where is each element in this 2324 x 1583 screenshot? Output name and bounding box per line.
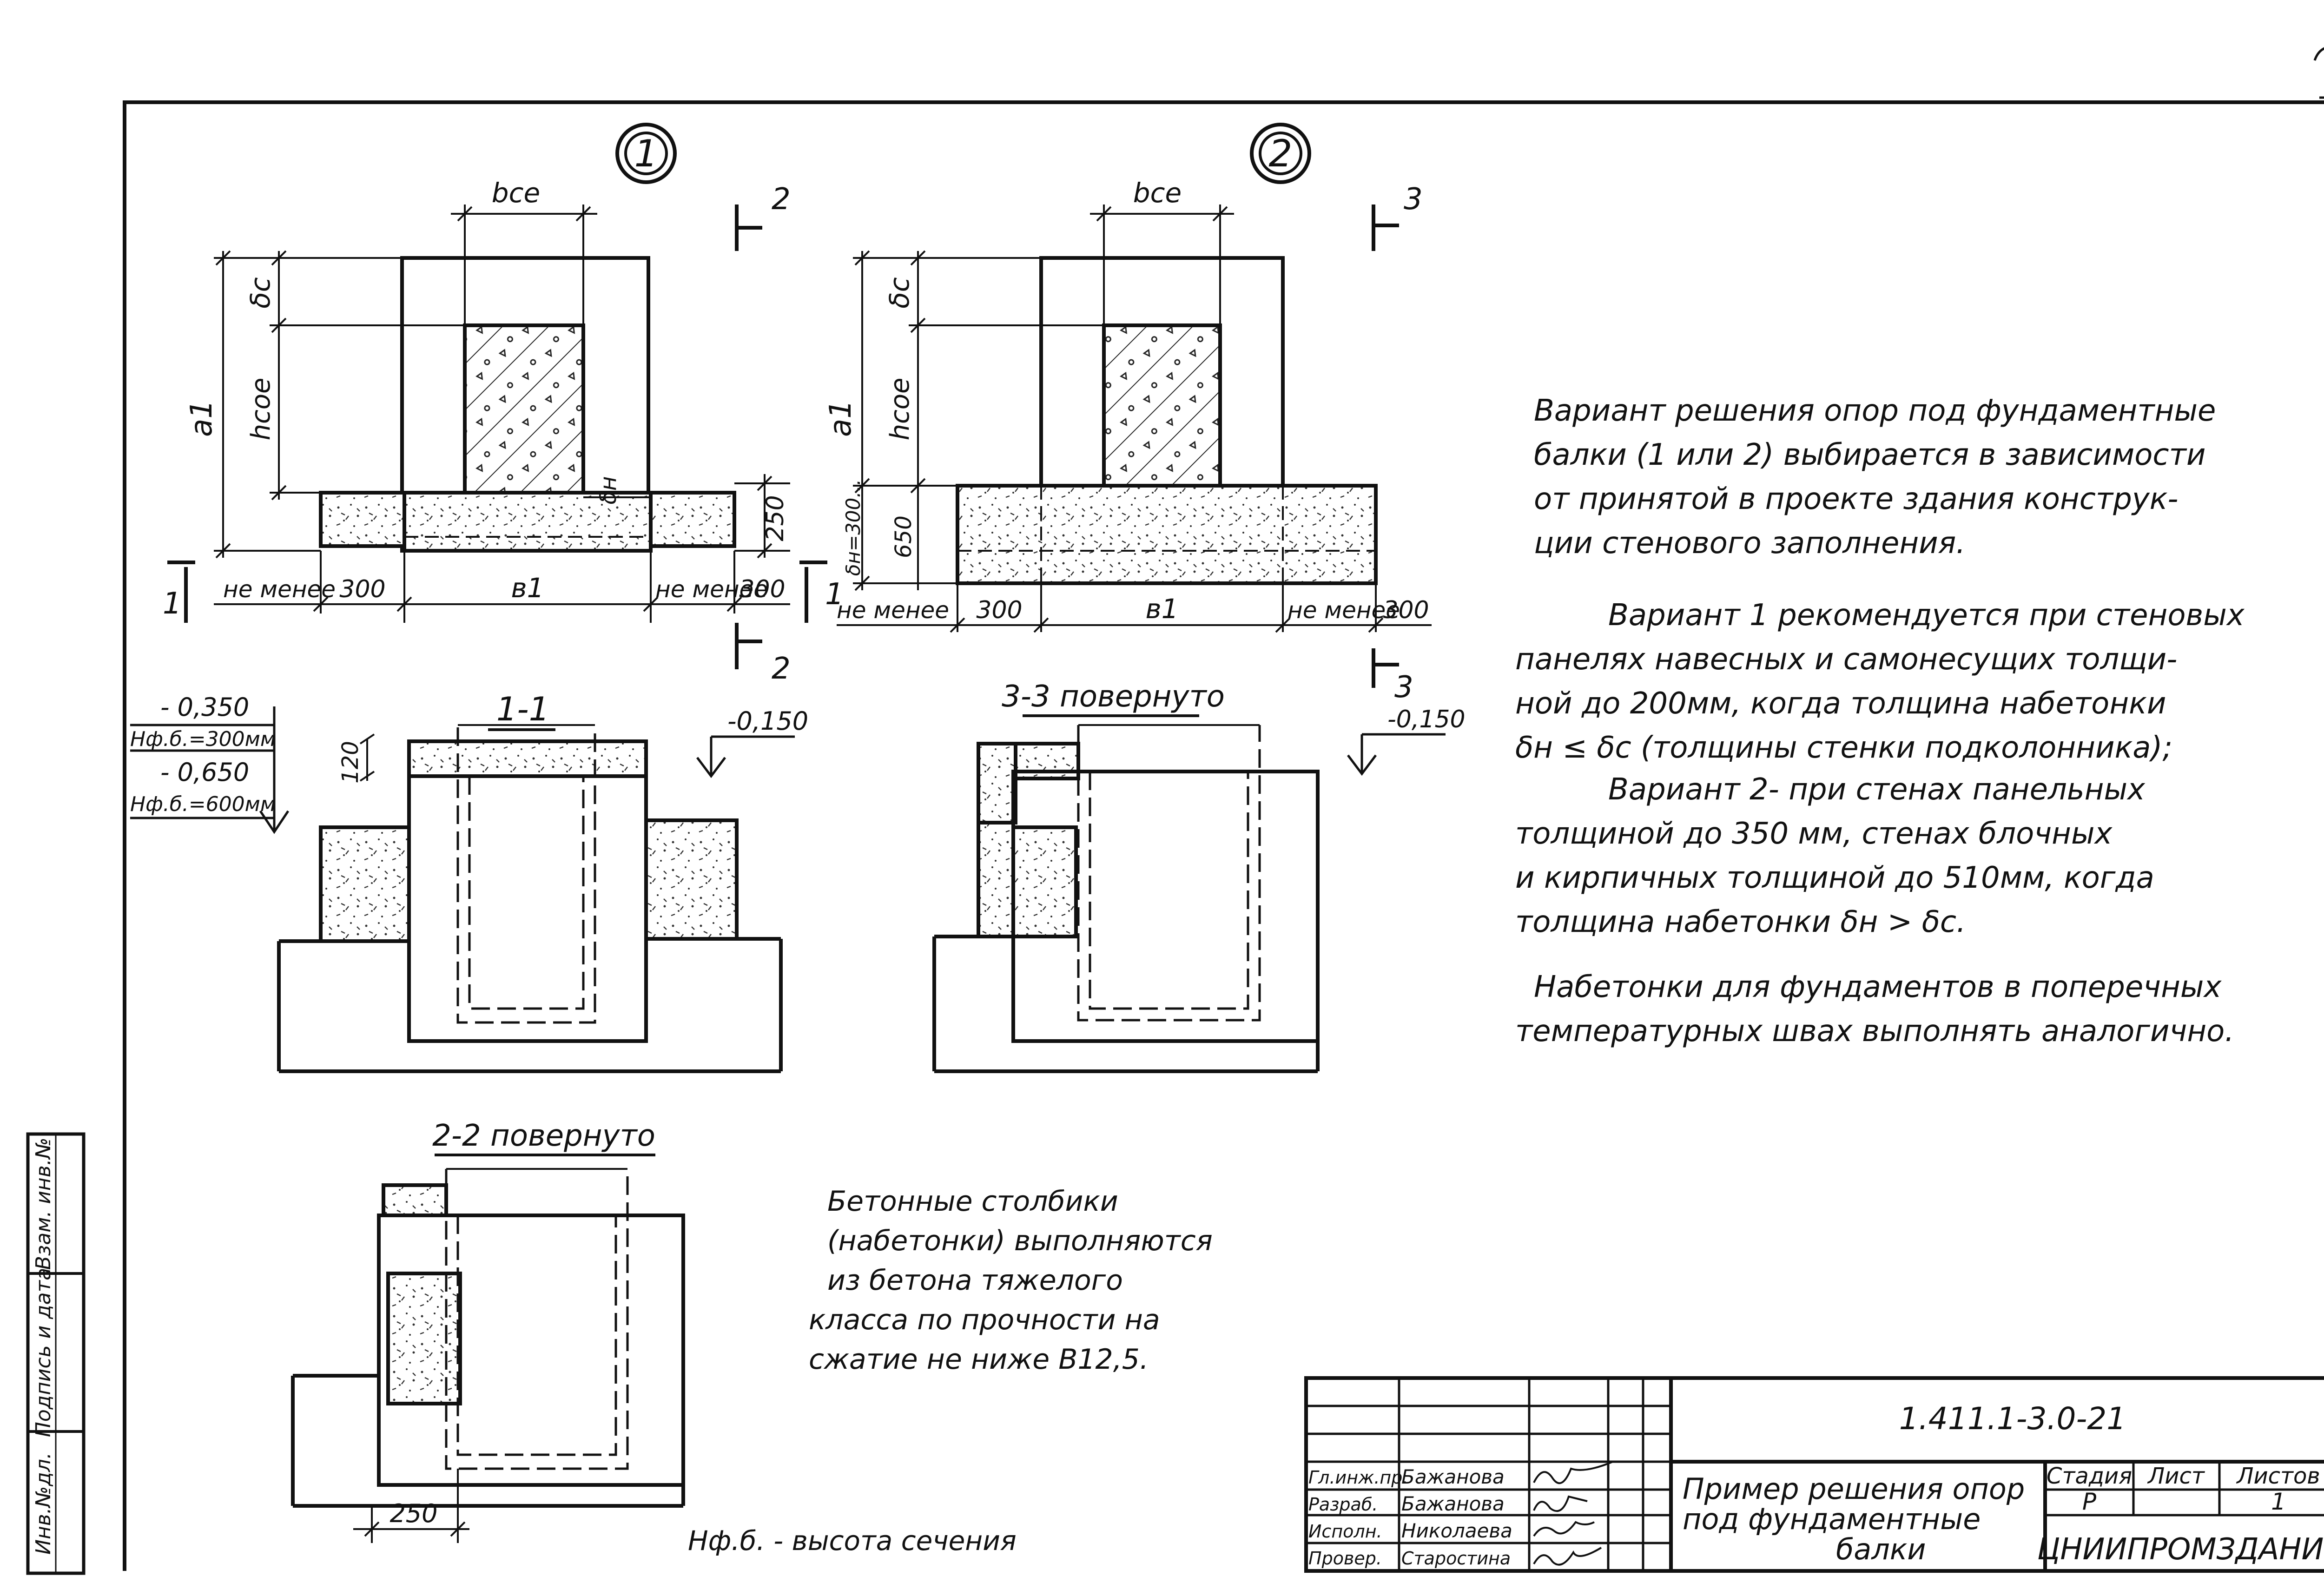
note-p3-l3: и кирпичных толщиной до 510мм, когда [1515,861,2154,895]
title-line-2: под фундаментные [1683,1502,1981,1536]
variant-2-section-3-top: 3 [1404,182,1423,217]
variant-2-dim-300-right: 300 [1383,596,1429,624]
variant-1-dim-300-left: 300 [339,575,385,603]
note-concrete: Бетонные столбики (набетонки) выполняютс… [809,1185,1213,1376]
section-1-1-level-1-note: Нф.б.=300мм [130,727,276,751]
variant-2-hcol-label: hсое [885,378,915,441]
variant-2-delta-c-label: δc [884,277,915,308]
note-p1-l2: балки (1 или 2) выбирается в зависимости [1534,438,2205,472]
section-1-1-title: 1-1 [496,690,549,728]
section-1-1-level-2-note: Нф.б.=600мм [130,792,276,816]
variant-1-min-left: не менее [223,576,336,603]
variant-2-plan: 2 bсе a1 δc [824,123,1432,705]
variant-2-min-right: не менее [1287,597,1400,624]
note-p2-l2: панелях навесных и самонесущих толщи- [1515,642,2177,677]
note-concrete-l4: класса по прочности на [809,1304,1160,1336]
variant-2-delta-n-label: δн=300... [842,479,865,576]
role-2: Разраб. [1308,1494,1378,1515]
note-p3-l2: толщиной до 350 мм, стенах блочных [1515,817,2113,851]
stage-header: Стадия [2047,1463,2132,1489]
note-p2-l4: δн ≤ δс (толщины стенки подколонника); [1515,731,2172,765]
name-3: Николаева [1401,1519,1512,1542]
note-p4-l1: Набетонки для фундаментов в поперечных [1534,970,2222,1004]
margin-field-3: Взам. инв.№ [32,1138,55,1270]
variant-1-min-right: не менее [655,576,768,603]
variant-2-bcol-label: bсе [1133,177,1182,209]
role-1: Гл.инж.пр. [1308,1467,1408,1488]
variant-2-dim-650: 650 [891,515,917,558]
title-line-1: Пример решения опор [1683,1472,2025,1506]
variant-1-a1-label: a1 [185,400,219,437]
variant-2-a1-label: a1 [824,400,858,437]
role-3: Исполн. [1308,1521,1382,1542]
sheets-header: Листов [2236,1463,2320,1489]
note-p2-l3: ной до 200мм, когда толщина набетонки [1515,686,2166,721]
variant-1-dim-250: 250 [761,495,789,541]
section-1-1: 1-1 - 0,350 Нф.б.=300мм - 0,650 Нф.б.=60… [130,690,808,1073]
section-2-2: 2-2 повернуто 250 [291,1119,685,1543]
section-3-3-level-right: -0,150 [1387,706,1466,733]
variant-1-hcol-label: hсое [246,378,276,441]
note-p3-l1: Вариант 2- при стенах панельных [1608,772,2146,807]
variant-1-section-1-left: 1 [163,587,182,621]
variant-1-bcol-label: bсе [492,177,540,209]
note-right: Вариант решения опор под фундаментные ба… [1515,394,2245,1049]
variant-1-section-2-bottom: 2 [772,652,791,686]
doc-code: 1.411.1-3.0-21 [1899,1401,2126,1437]
section-2-2-dim-250: 250 [390,1499,437,1528]
variant-2-section-3-bottom: 3 [1394,670,1413,705]
variant-1-section-1-right: 1 [825,577,844,612]
name-2: Бажанова [1401,1492,1505,1515]
variant-2-min-left: не менее [837,597,949,624]
title-line-3: балки [1836,1532,1926,1566]
variant-2-b1: в1 [1145,593,1178,625]
variant-1-plan: 1 bсе [163,123,844,686]
section-3-3: 3-3 повернуто -0,150 [932,679,1466,1073]
page-number-badge: 85 [2313,47,2324,99]
note-p1-l3: от принятой в проекте здания конструк- [1534,482,2178,516]
variant-1-marker: 1 [634,132,658,175]
name-1: Бажанова [1401,1465,1505,1488]
variant-2-marker: 2 [1269,132,1293,175]
margin-field-2: Подпись и дата [32,1268,55,1437]
organization: ЦНИИПРОМЗДАНИЙ [2037,1531,2324,1567]
footnote: Нф.б. - высота сечения [688,1525,1017,1557]
variant-2-dim-300-left: 300 [976,596,1022,624]
note-p4-l2: температурных швах выполнять аналогично. [1515,1014,2234,1049]
section-2-2-title: 2-2 повернуто [432,1119,655,1153]
sheets-value: 1 [2271,1488,2286,1515]
section-1-1-level-right: -0,150 [727,706,808,736]
note-p1-l4: ции стенового заполнения. [1534,526,1966,561]
signature-marks [1533,1461,1613,1566]
note-p2-l1: Вариант 1 рекомендуется при стеновых [1608,598,2245,633]
section-1-1-dim-120: 120 [337,741,363,784]
note-concrete-l1: Бетонные столбики [827,1185,1118,1218]
note-p1-l1: Вариант решения опор под фундаментные [1534,394,2216,428]
name-4: Старостина [1401,1548,1511,1569]
note-concrete-l2: (набетонки) выполняются [827,1225,1213,1257]
role-4: Провер. [1308,1548,1382,1569]
note-concrete-l5: сжатие не ниже В12,5. [809,1343,1149,1376]
page-frame [123,100,2324,1571]
variant-1-delta-n-label: δн [595,476,621,505]
note-p3-l4: толщина набетонки δн > δс. [1515,905,1966,939]
left-margin-stamp: Взам. инв.№ Подпись и дата Инв.№дл. [26,1132,86,1575]
note-concrete-l3: из бетона тяжелого [827,1264,1123,1297]
variant-1-section-2-top: 2 [772,182,791,217]
title-block: 1.411.1-3.0-21 Пример решения опор под ф… [1304,1376,2324,1573]
stage-value: Р [2082,1488,2097,1515]
section-1-1-level-1: - 0,350 [160,693,249,722]
variant-1-delta-c-label: δc [244,277,276,308]
variant-1-dim-300-right: 300 [739,575,785,603]
section-1-1-level-2: - 0,650 [160,758,249,787]
section-3-3-title: 3-3 повернуто [1002,679,1225,714]
margin-field-1: Инв.№дл. [32,1452,55,1555]
sheet-header: Лист [2147,1463,2205,1489]
variant-1-b1: в1 [511,572,544,604]
